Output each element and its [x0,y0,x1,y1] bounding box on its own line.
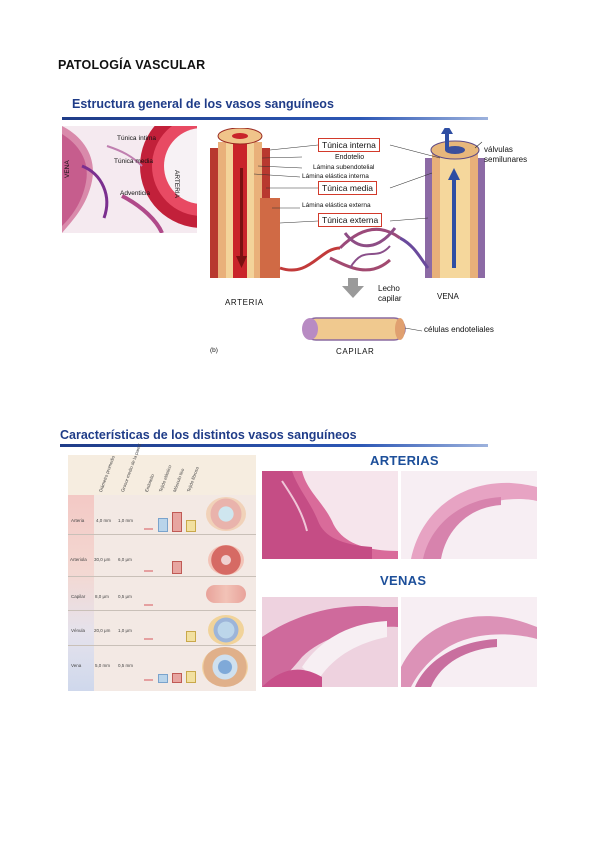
row-diameter-arteriola: 30,0 μm [94,557,111,562]
row-name-vena: Vena [71,663,82,668]
micro-label-arteria: ARTERIA [173,170,180,199]
label-arteria: ARTERIA [225,298,264,307]
label-capilar-caps: CAPILAR [336,347,375,356]
venas-heading: VENAS [380,573,427,588]
label-lamina-elastica-externa: Lámina elástica externa [302,202,371,209]
bar-muscle-arteria [172,512,182,532]
row-wall-venula: 1,0 μm [118,628,132,633]
row-diameter-venula: 20,0 μm [94,628,111,633]
label-celulas-endoteliales: células endoteliales [424,325,494,334]
bar-endothelium-arteriola [144,570,153,572]
row-diameter-capilar: 8,0 μm [95,594,109,599]
table-row-label-band [68,495,94,691]
section2-rule [60,444,488,447]
artery-histology-image-2 [401,471,537,559]
bar-elastic-arteria [158,518,168,532]
label-tunica-externa: Túnica externa [318,213,383,227]
cross-section-venula [208,615,244,645]
document-title: PATOLOGÍA VASCULAR [58,58,206,72]
vessel-micrograph: Túnica íntima Túnica media Adventicia VE… [62,126,197,233]
row-diameter-vena: 5,0 mm [95,663,111,668]
label-capilar: capilar [378,294,402,303]
vessel-structure-diagram [210,128,485,341]
row-wall-arteriola: 6,0 μm [118,557,132,562]
arterias-heading: ARTERIAS [370,453,439,468]
label-endotelio: Endotelio [335,154,365,161]
artery-illustration [210,128,280,278]
bar-endothelium-capilar [144,604,153,606]
row-name-arteriola: Arteriola [70,557,87,562]
bar-endothelium-arteria [144,528,153,530]
bar-endothelium-venula [144,638,153,640]
row-wall-capilar: 0,5 μm [118,594,132,599]
bar-endothelium-vena [144,679,153,681]
artery-histology-drawing-2 [401,471,537,559]
capillary-bed-illustration [279,227,430,272]
bar-muscle-vena [172,673,182,683]
vein-illustration [425,128,485,278]
cross-section-capilar [206,585,246,603]
table-divider [68,645,256,646]
cross-section-arteria [206,497,246,531]
table-divider [68,534,256,535]
section2-title: Características de los distintos vasos s… [60,428,357,442]
bar-muscle-arteriola [172,561,182,574]
micrograph-drawing [62,126,197,233]
artery-histology-image-1 [262,471,398,559]
diagram-leader-lines [253,141,483,332]
row-wall-arteria: 1,0 mm [118,518,134,523]
row-name-arteria: Arteria [71,518,85,523]
label-tunica-interna: Túnica interna [318,138,380,152]
label-vena: VENA [437,292,459,301]
bar-elastic-vena [158,674,168,683]
label-valvulas: válvulas [484,145,513,154]
table-divider [68,610,256,611]
down-arrow-icon [342,278,364,298]
table-divider [68,576,256,577]
vein-histology-drawing-2 [401,597,537,687]
artery-histology-drawing-1 [262,471,398,559]
label-lamina-subendotelial: Lámina subendotelial [313,164,375,171]
section1-rule [62,117,488,120]
row-name-capilar: Capilar [71,594,86,599]
cross-section-vena [202,647,248,687]
capillary-tube-illustration [302,317,406,341]
label-tunica-media: Túnica media [318,181,378,195]
label-semilunares: semilunares [484,155,528,164]
bar-fibrous-arteria [186,520,196,532]
vein-histology-drawing-1 [262,597,398,687]
cross-section-arteriola [208,545,244,575]
vein-histology-image-1 [262,597,398,687]
bar-fibrous-venula [186,631,196,642]
micro-label-vena: VENA [64,160,71,178]
row-wall-vena: 0,5 mm [118,663,134,668]
section1-title: Estructura general de los vasos sanguíne… [72,97,334,111]
row-name-venula: Vénula [71,628,86,633]
bar-fibrous-vena [186,671,196,683]
vein-histology-image-2 [401,597,537,687]
micro-label-adventicia: Adventicia [120,190,150,197]
micro-label-tunica-intima: Túnica íntima [117,135,157,142]
vessel-characteristics-table: Diámetro promedio Grosor medio de la par… [68,443,256,691]
label-lecho: Lecho [378,284,400,293]
row-diameter-arteria: 4,0 mm [96,518,112,523]
label-fig-tag: (b) [210,347,218,354]
label-lamina-elastica-interna: Lámina elástica interna [302,173,369,180]
table-header-band [68,455,256,495]
micro-label-tunica-media: Túnica media [114,158,154,165]
